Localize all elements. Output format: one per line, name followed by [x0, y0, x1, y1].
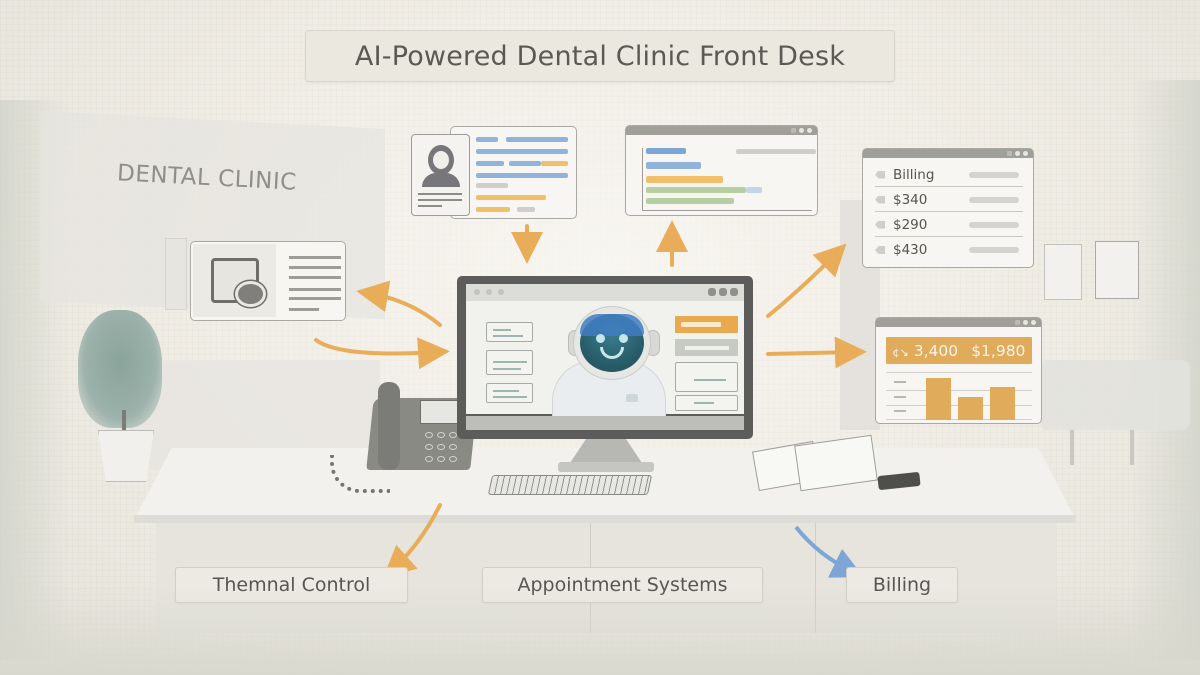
tag-icon — [875, 170, 885, 179]
revenue-bar — [926, 378, 951, 420]
tag-icon — [875, 195, 885, 204]
record-line — [506, 137, 568, 142]
record-line — [476, 207, 510, 212]
billing-row: $430 — [875, 238, 1023, 262]
placeholder-bar — [969, 171, 1019, 178]
screen-widget — [486, 383, 533, 403]
phone-handset-icon — [378, 382, 400, 470]
avatar-body — [422, 173, 460, 187]
screen-grey-button — [675, 339, 738, 356]
wall-picture-frame — [1044, 244, 1082, 300]
screen-widget — [675, 362, 738, 392]
record-line — [541, 161, 568, 166]
reception-desk-edge — [134, 515, 1076, 523]
phone-display — [420, 400, 458, 424]
schedule-bar — [646, 162, 701, 169]
window-titlebar — [876, 318, 1041, 327]
schedule-bar — [646, 176, 723, 183]
schedule-bar — [646, 198, 734, 204]
placeholder-bar — [969, 221, 1019, 228]
revenue-bar — [958, 397, 983, 420]
billing-row: $290 — [875, 213, 1023, 237]
xray-record-card — [190, 241, 346, 321]
desk-panel-divider — [815, 523, 816, 633]
record-line — [476, 195, 546, 200]
revenue-banner: ¢↘ 3,400 $1,980 — [886, 337, 1032, 364]
plant-trunk — [122, 410, 126, 434]
schedule-chart-card — [625, 125, 818, 216]
revenue-card: ¢↘ 3,400 $1,980 — [875, 317, 1042, 424]
phone-cord — [330, 455, 390, 493]
window-titlebar — [863, 149, 1033, 158]
side-panel-decor — [165, 238, 187, 310]
record-line — [476, 161, 504, 166]
id-text-line — [418, 199, 462, 201]
keyboard-icon — [487, 475, 653, 495]
billing-list-card: Billing $340 $290 $430 — [862, 148, 1034, 268]
robot-pocket — [626, 394, 638, 402]
monitor-screen — [466, 284, 744, 419]
front-desk-monitor — [457, 276, 753, 439]
revenue-bar — [990, 387, 1015, 420]
schedule-bar — [746, 187, 762, 193]
record-line — [476, 137, 498, 142]
page-title: AI-Powered Dental Clinic Front Desk — [305, 30, 895, 82]
billing-header: Billing — [893, 166, 935, 183]
avatar-face — [433, 151, 449, 169]
robot-eye — [619, 334, 628, 343]
xray-panel — [193, 244, 276, 317]
monitor-stand-base — [558, 462, 654, 472]
background-foliage-bottom — [0, 585, 1200, 675]
record-line — [517, 207, 535, 212]
robot-visor-highlight — [580, 314, 644, 336]
revenue-left: ¢↘ 3,400 — [893, 342, 959, 360]
currency-icon: ¢↘ — [892, 345, 909, 359]
placeholder-bar — [969, 196, 1019, 203]
id-text-line — [418, 205, 442, 207]
tag-icon — [875, 246, 885, 254]
screen-toolbar — [466, 284, 744, 301]
patient-id-card — [411, 134, 470, 216]
sofa-leg — [1070, 430, 1074, 465]
chart-baseline — [642, 210, 812, 211]
record-line — [476, 173, 568, 178]
screen-widget — [675, 395, 738, 411]
tag-icon — [875, 220, 885, 229]
record-line — [476, 149, 568, 154]
screen-widget — [486, 350, 533, 375]
billing-row: $340 — [875, 188, 1023, 212]
magnifier-icon — [235, 281, 266, 307]
schedule-bar — [646, 148, 686, 154]
record-line — [509, 161, 541, 166]
revenue-left-value: 3,400 — [913, 341, 959, 360]
billing-amount: $290 — [893, 216, 928, 233]
patient-record-card — [450, 126, 577, 219]
screen-widget — [486, 322, 533, 342]
schedule-bar — [736, 149, 816, 154]
plant-icon — [78, 310, 162, 428]
record-line — [476, 183, 508, 188]
sofa-leg — [1130, 430, 1134, 465]
window-titlebar — [626, 126, 817, 135]
billing-header-row: Billing — [875, 163, 1023, 187]
monitor-chin — [466, 416, 744, 430]
id-text-line — [418, 193, 462, 195]
billing-amount: $430 — [893, 242, 928, 258]
plant-pot — [98, 430, 154, 482]
revenue-bar-chart — [886, 370, 1032, 420]
revenue-right: $1,980 — [971, 341, 1026, 360]
chart-axis — [642, 148, 643, 210]
placeholder-bar — [969, 247, 1019, 253]
billing-amount: $340 — [893, 191, 928, 208]
screen-orange-button — [675, 316, 738, 333]
schedule-bar — [646, 187, 746, 193]
wall-picture-frame — [1095, 241, 1139, 299]
waiting-room-sofa-icon — [1040, 360, 1190, 430]
robot-eye — [596, 334, 605, 343]
